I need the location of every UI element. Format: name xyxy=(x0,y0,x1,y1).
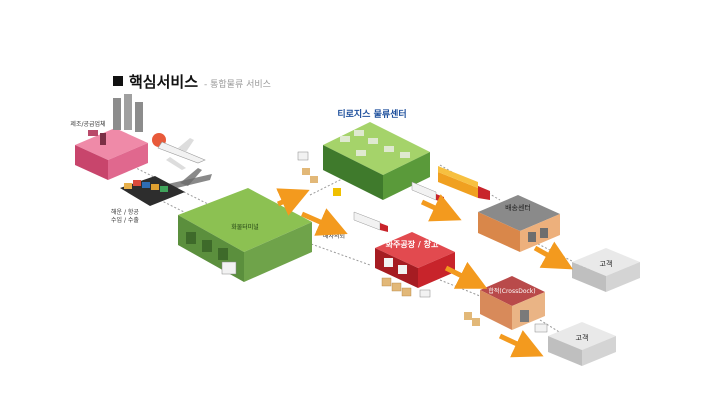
label-customer-2: 고객 xyxy=(576,333,589,342)
label-delivery-center: 배송센터 xyxy=(505,203,531,212)
arrow-crossdock-to-customer xyxy=(498,330,544,358)
page-subtitle: - 통합물류 서비스 xyxy=(204,80,271,90)
label-manufacturer: 제조/공급업체 xyxy=(70,120,105,128)
arrow-warehouse-to-crossdock xyxy=(444,261,488,289)
shipper-warehouse-building xyxy=(375,232,455,288)
label-cargo-terminal: 화물터미널 xyxy=(231,223,259,231)
arrow-terminal-to-center xyxy=(276,188,310,216)
label-dispatch: 배차의뢰 xyxy=(323,232,345,240)
square-bullet-icon xyxy=(113,76,123,86)
delivery-center-building xyxy=(478,195,560,252)
page-title: 핵심서비스 xyxy=(129,73,199,91)
label-cross-dock: 합적(CrossDock) xyxy=(488,287,535,295)
cargo-ship-icon xyxy=(120,176,185,206)
cross-dock-building xyxy=(480,276,545,330)
label-shipper-factory: 화주공장 / 창고 xyxy=(386,239,439,249)
label-logistics-center: 티로지스 물류센터 xyxy=(337,108,406,120)
boxes-icon xyxy=(381,277,431,298)
arrow-center-to-delivery xyxy=(420,194,462,222)
logistics-center-building xyxy=(323,122,430,200)
customer-building-2 xyxy=(548,322,616,366)
cargo-terminal-building xyxy=(178,188,312,282)
flow-arrows xyxy=(276,188,574,358)
label-shipping-line2: 수입 / 수출 xyxy=(111,216,139,224)
label-customer-1: 고객 xyxy=(600,259,613,268)
customer-building-1 xyxy=(572,248,640,292)
arrow-delivery-to-customer xyxy=(533,241,574,270)
manufacturer-factory-icon xyxy=(75,94,166,180)
label-shipping-line1: 해운 / 항공 xyxy=(111,208,139,216)
parcel-stack-icon xyxy=(297,151,341,196)
section-header: 핵심서비스 - 통합물류 서비스 xyxy=(113,71,271,92)
arrow-terminal-to-dispatch xyxy=(300,208,348,236)
dispatch-truck-icon xyxy=(353,211,388,232)
